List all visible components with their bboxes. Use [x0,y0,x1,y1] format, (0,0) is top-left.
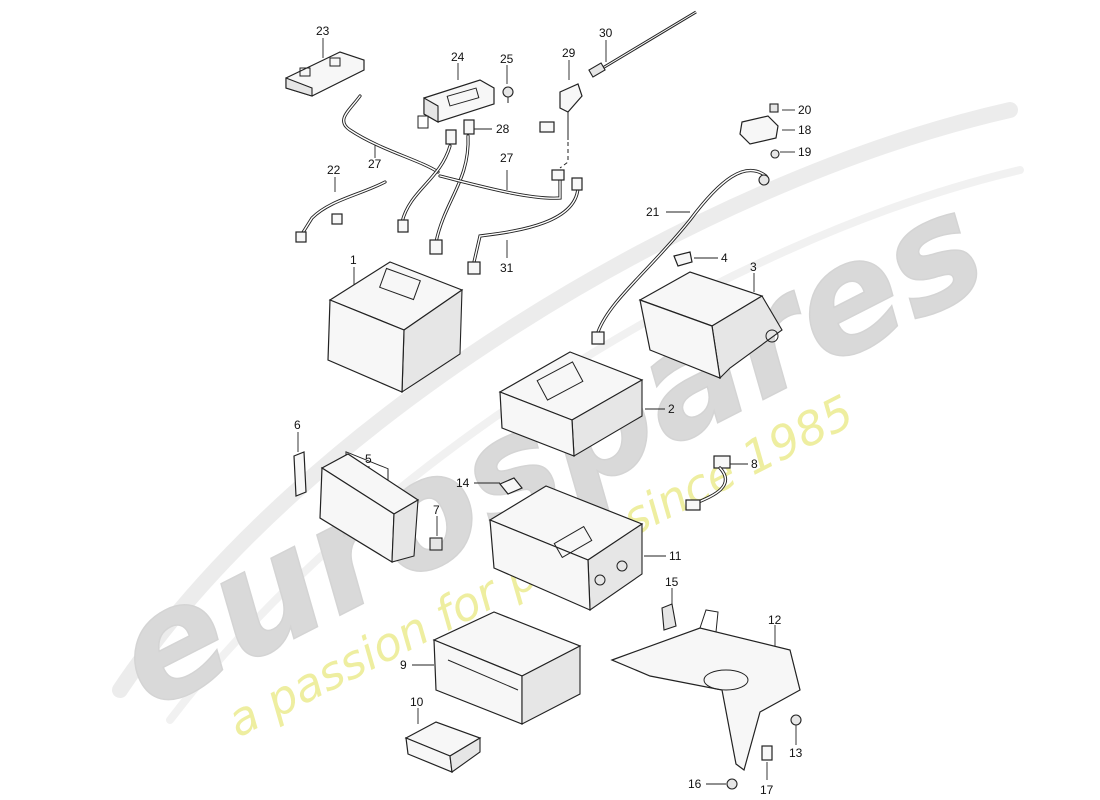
callout-23: 23 [316,24,330,38]
callout-25: 25 [500,52,514,66]
callout-18: 18 [798,123,812,137]
part-23-module [285,51,365,97]
callout-19: 19 [798,145,812,159]
callout-24: 24 [451,50,465,64]
callout-1: 1 [350,253,357,267]
callout-11: 11 [669,549,682,563]
callout-22: 22 [327,163,341,177]
callout-27-left: 27 [368,157,382,171]
callout-4: 4 [721,251,728,265]
callout-12: 12 [768,613,782,627]
part-1-head-unit [327,261,464,504]
callout-5: 5 [365,452,372,466]
part-5-control-unit [319,453,420,564]
part-25-screw [502,86,514,103]
callout-30: 30 [599,26,613,40]
callout-9: 9 [400,658,407,672]
callout-3: 3 [750,260,757,274]
cables [300,94,768,334]
part-12-bracket [610,609,801,772]
leader-lines [297,38,797,785]
callout-28: 28 [496,122,510,136]
part-3-mounting-frame [638,271,783,380]
cable-connectors [295,169,770,345]
callout-29: 29 [562,46,576,60]
part-10-magazine [404,721,482,773]
part-7-block [429,537,443,551]
callout-6: 6 [294,418,301,432]
callout-10: 10 [410,695,424,709]
callout-20: 20 [798,103,812,117]
callout-31: 31 [500,261,514,275]
callout-16: 16 [688,777,702,791]
callout-7: 7 [433,503,440,517]
part-6-bracket [293,451,307,497]
callout-15: 15 [665,575,679,589]
callout-13: 13 [789,746,803,760]
part-28-connectors [445,119,475,145]
callout-21: 21 [646,205,660,219]
part-18-sensor [739,103,780,159]
callout-27-right: 27 [500,151,514,165]
part-24-antenna-amplifier [417,79,495,129]
part-29-antenna-base [539,83,583,140]
callout-labels: 1 2 3 4 5 6 7 8 9 10 11 12 13 14 15 16 1… [294,24,812,797]
part-9-cd-changer [432,611,582,725]
part-14-clip [499,477,523,495]
part-8-sensor-cable [685,455,731,511]
part-15-relay [661,603,677,631]
part-30-antenna-mast [588,10,697,78]
part-11-changer-frame [488,485,644,612]
part-4-clip [673,251,693,267]
fasteners [726,714,802,790]
callout-17: 17 [760,783,774,797]
callout-14: 14 [456,476,470,490]
callout-2: 2 [668,402,675,416]
callout-8: 8 [751,457,758,471]
part-2-drive [498,351,644,457]
